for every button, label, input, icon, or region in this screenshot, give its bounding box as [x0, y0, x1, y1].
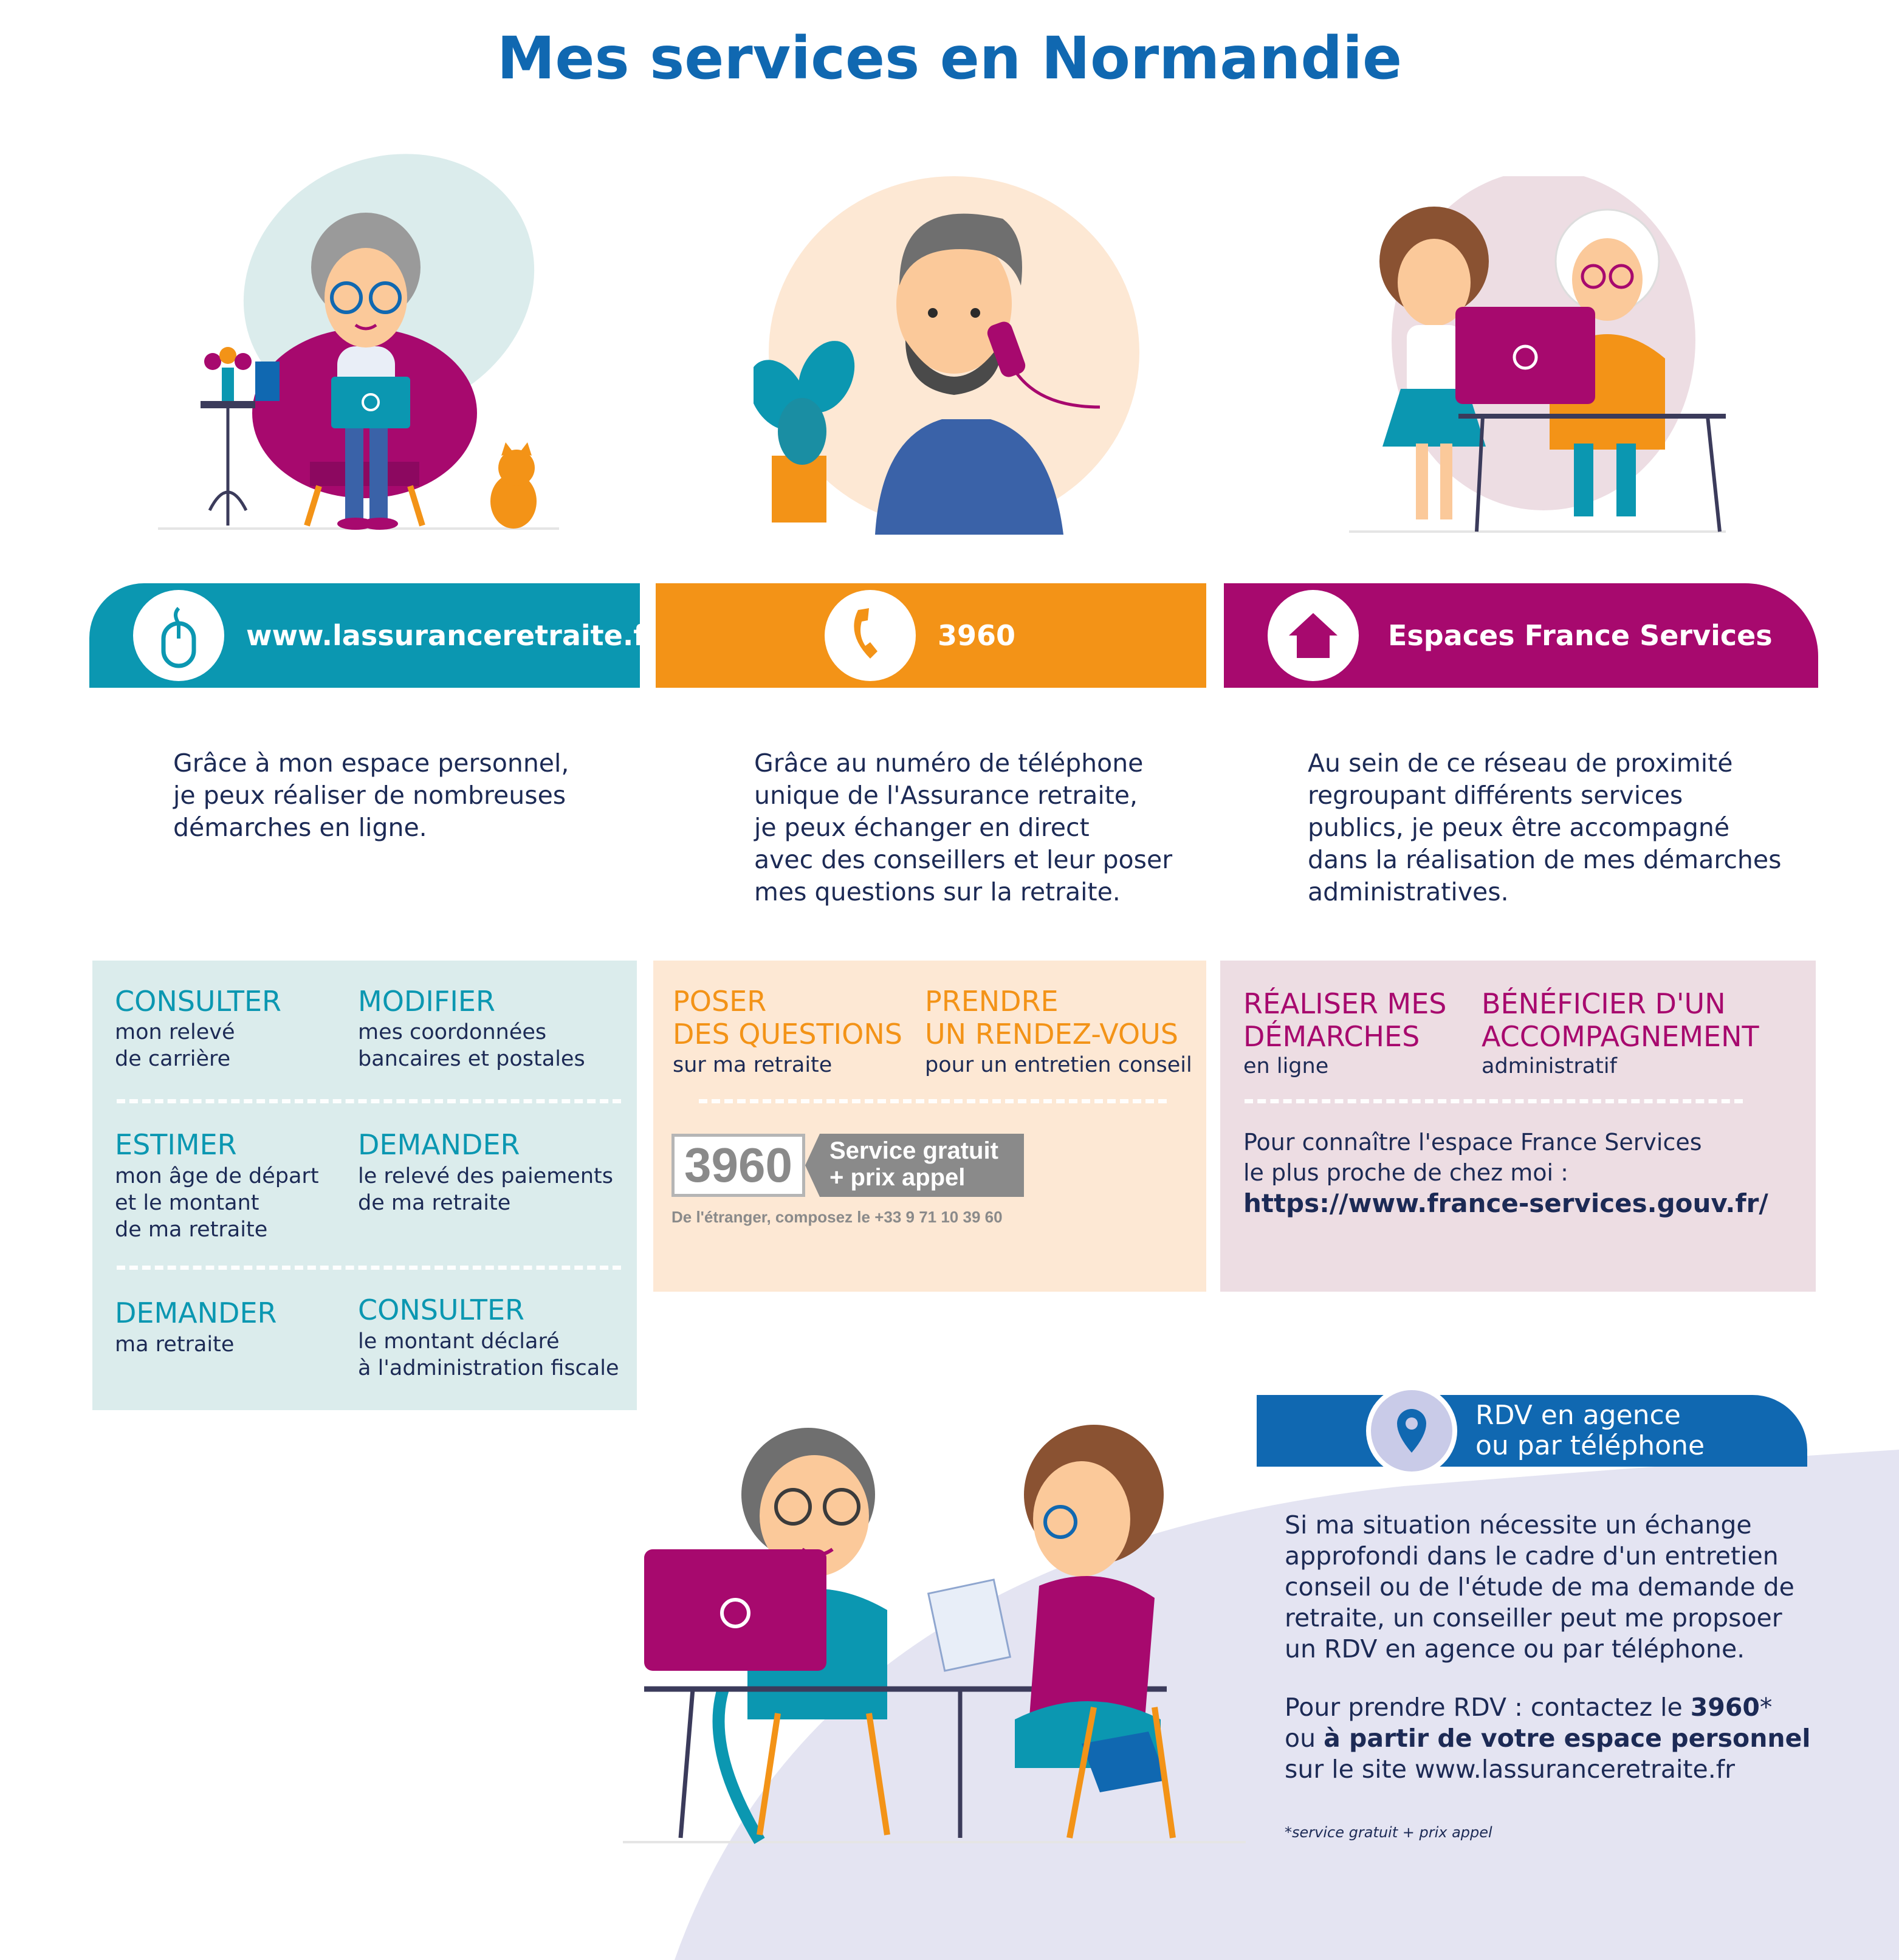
phone-header-bar[interactable]: 3960	[656, 583, 1206, 688]
rdv-description: Si ma situation nécessite un échange app…	[1285, 1510, 1794, 1664]
advisor-meeting-illustration	[623, 1425, 1246, 1845]
action-title: MODIFIER	[358, 985, 495, 1018]
france-services-info: Pour connaître l'espace France Services …	[1243, 1129, 1702, 1186]
france-services-link[interactable]: https://www.france-services.gouv.fr/	[1243, 1188, 1768, 1218]
action-subtitle: le relevé des paiements de ma retraite	[358, 1164, 613, 1215]
action-title: PRENDRE UN RENDEZ-VOUS	[925, 985, 1178, 1050]
action-subtitle: mon âge de départ et le montant de ma re…	[115, 1164, 319, 1242]
phone-icon	[854, 608, 877, 659]
action-subtitle: ma retraite	[115, 1332, 235, 1357]
action-subtitle: administratif	[1482, 1054, 1617, 1078]
rdv-contact-number: 3960	[1690, 1693, 1760, 1722]
rdv-footnote: *service gratuit + prix appel	[1285, 1824, 1492, 1841]
france-services-label: Espaces France Services	[1388, 619, 1773, 652]
phone-actions-panel: POSER DES QUESTIONS sur ma retraite PREN…	[653, 961, 1206, 1292]
action-title: ESTIMER	[115, 1128, 237, 1161]
rdv-contact-prefix: Pour prendre RDV : contactez le	[1285, 1693, 1691, 1722]
action-title: POSER DES QUESTIONS	[673, 985, 902, 1050]
badge-abroad-number: De l'étranger, composez le +33 9 71 10 3…	[671, 1208, 1003, 1226]
rdv-contact-or: ou	[1285, 1724, 1324, 1753]
action-title: CONSULTER	[115, 985, 282, 1018]
man-phone-illustration	[754, 176, 1139, 535]
website-intro: Grâce à mon espace personnel, je peux ré…	[173, 749, 569, 842]
website-header-bar[interactable]: www.lassuranceretraite.fr	[89, 583, 659, 688]
rdv-contact-suffix: sur le site www.lassuranceretraite.fr	[1285, 1755, 1736, 1784]
action-subtitle: mes coordonnées bancaires et postales	[358, 1020, 585, 1071]
rdv-contact-star: *	[1759, 1693, 1773, 1722]
rdv-contact: Pour prendre RDV : contactez le 3960* ou…	[1285, 1692, 1832, 1785]
divider	[117, 1099, 621, 1103]
house-icon-circle	[1268, 590, 1359, 681]
action-title: BÉNÉFICIER D'UN ACCOMPAGNEMENT	[1482, 987, 1759, 1053]
location-pin-icon-circle	[1366, 1385, 1457, 1476]
location-pin-icon	[1397, 1409, 1426, 1453]
mouse-icon-circle	[133, 590, 224, 681]
france-services-actions-panel: RÉALISER MES DÉMARCHES en ligne BÉNÉFICI…	[1220, 961, 1816, 1292]
house-icon	[1289, 613, 1338, 658]
action-subtitle: mon relevé de carrière	[115, 1020, 235, 1071]
divider	[1245, 1099, 1743, 1103]
woman-laptop-illustration	[158, 154, 559, 530]
phone-icon-circle	[825, 590, 916, 681]
france-services-header-bar[interactable]: Espaces France Services	[1224, 583, 1818, 688]
rdv-background-shape	[675, 1450, 1899, 1960]
badge-service-tag: Service gratuit + prix appel	[805, 1134, 1024, 1197]
action-title: RÉALISER MES DÉMARCHES	[1243, 987, 1447, 1053]
action-subtitle: le montant déclaré à l'administration fi…	[358, 1329, 619, 1380]
couple-computer-illustration	[1349, 176, 1726, 533]
rdv-header-bar[interactable]: RDV en agence ou par téléphone	[1257, 1385, 1807, 1476]
action-title: DEMANDER	[115, 1297, 277, 1329]
france-services-intro: Au sein de ce réseau de proximité regrou…	[1308, 749, 1782, 906]
rdv-contact-bold: à partir de votre espace personnel	[1324, 1724, 1811, 1753]
badge-number: 3960	[671, 1134, 805, 1197]
action-subtitle: en ligne	[1243, 1054, 1329, 1078]
action-title: CONSULTER	[358, 1294, 525, 1326]
phone-number-label: 3960	[938, 619, 1016, 652]
action-subtitle: sur ma retraite	[673, 1053, 833, 1077]
divider	[699, 1099, 1167, 1103]
action-title: DEMANDER	[358, 1128, 520, 1161]
action-subtitle: pour un entretien conseil	[925, 1053, 1192, 1077]
website-label: www.lassuranceretraite.fr	[246, 619, 660, 652]
mouse-icon	[161, 606, 196, 668]
page-title: Mes services en Normandie	[496, 24, 1403, 92]
divider	[117, 1266, 621, 1270]
rdv-title: RDV en agence ou par téléphone	[1475, 1400, 1705, 1461]
website-actions-panel: CONSULTER mon relevé de carrière MODIFIE…	[92, 961, 637, 1410]
phone-intro: Grâce au numéro de téléphone unique de l…	[754, 749, 1173, 906]
